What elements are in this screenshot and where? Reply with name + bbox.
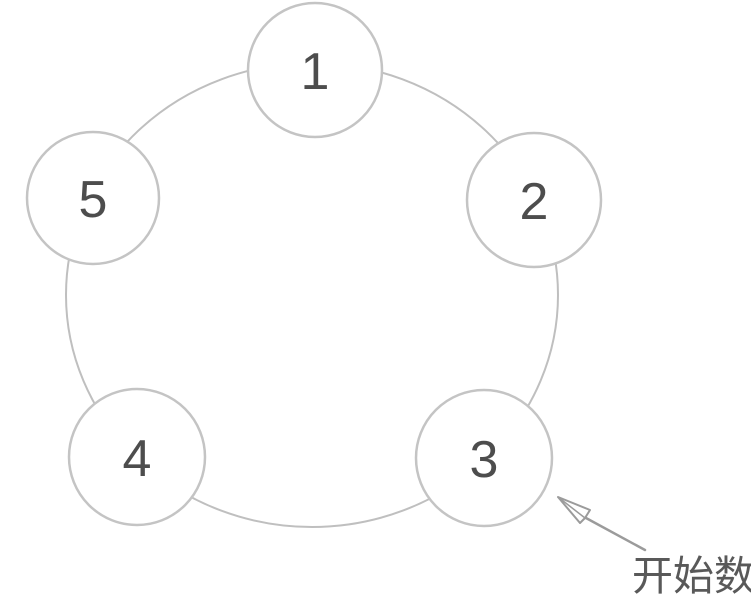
node-4: 4: [67, 387, 207, 527]
node-label: 2: [520, 173, 549, 231]
node-1: 1: [246, 1, 384, 139]
start-arrow-shaft: [584, 516, 647, 552]
node-circle: [414, 388, 554, 528]
node-circle: [25, 130, 161, 266]
node-3: 3: [414, 388, 554, 528]
node-2: 2: [465, 131, 603, 269]
node-label: 5: [79, 171, 108, 229]
node-5: 5: [25, 130, 161, 266]
node-label: 4: [123, 430, 152, 488]
node-circle: [67, 387, 207, 527]
node-label: 3: [470, 431, 499, 489]
nodes-layer: 1 2 3 4 5: [25, 1, 603, 528]
node-circle: [246, 1, 384, 139]
start-arrow-crease: [557, 496, 586, 519]
start-label: 开始数: [632, 553, 751, 599]
start-annotation: 开始数: [557, 496, 751, 599]
node-label: 1: [301, 43, 330, 101]
node-circle: [465, 131, 603, 269]
